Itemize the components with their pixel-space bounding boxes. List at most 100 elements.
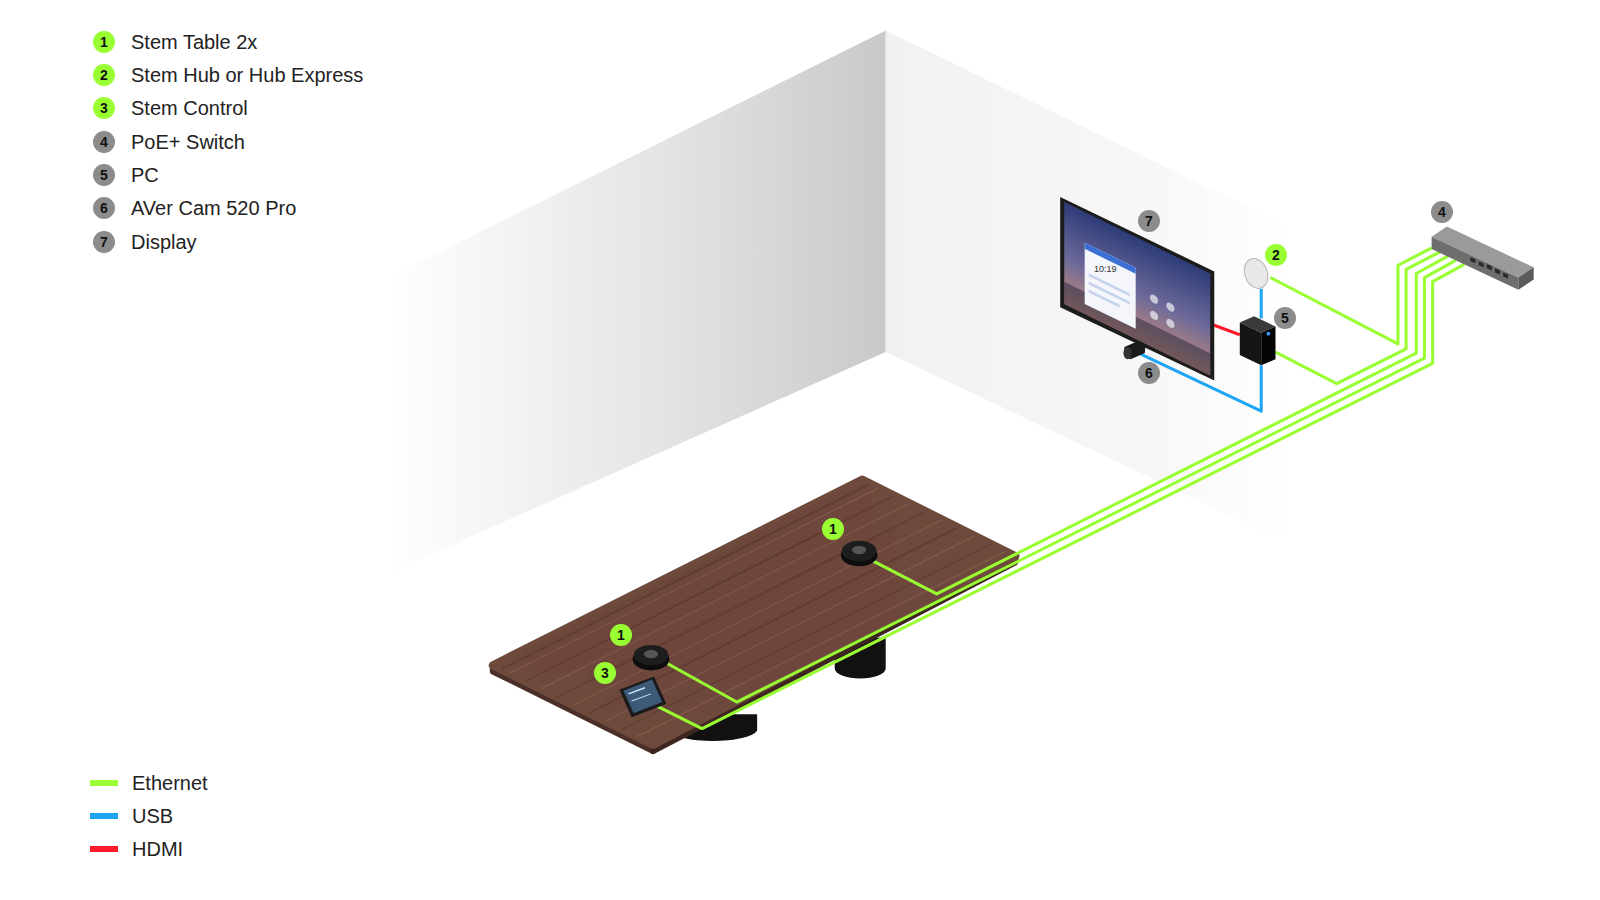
wood-grain-part — [637, 551, 1006, 737]
callout-number: 2 — [93, 64, 115, 86]
cables — [649, 248, 1464, 729]
callout-number: 5 — [93, 164, 115, 186]
key-item: 4 PoE+ Switch — [93, 130, 245, 154]
callout-circle: 7 — [1138, 210, 1160, 232]
switch-ports-part — [1470, 257, 1475, 263]
legend-entry: Ethernet — [90, 771, 208, 795]
room-walls-part — [885, 31, 886, 352]
switch-ports-part — [1503, 272, 1508, 278]
part-name: Stem Hub or Hub Express — [131, 63, 363, 87]
screen-clock: 10:19 — [1094, 264, 1117, 274]
stem-control-tablet-part — [629, 688, 645, 694]
display-screen-part — [1085, 243, 1136, 329]
callout-number: 1 — [610, 624, 632, 646]
poe-switch-part — [1518, 267, 1533, 289]
part-name: PC — [131, 163, 159, 187]
stem-control-tablet-part — [623, 680, 662, 714]
callout-number: 4 — [93, 131, 115, 153]
wood-grain-part — [501, 484, 870, 670]
legend-label: Ethernet — [132, 771, 208, 795]
display-screen — [1064, 202, 1210, 376]
camera — [1123, 341, 1145, 359]
key-item: 2 Stem Hub or Hub Express — [93, 63, 363, 87]
scaled-art — [388, 31, 1534, 751]
stem-control-tablet — [619, 677, 666, 718]
usb-cable — [1260, 289, 1263, 319]
poe-switch-part — [1432, 237, 1519, 290]
wood-grain-part — [621, 544, 990, 730]
part-name: Display — [131, 230, 197, 254]
legend-swatch — [90, 813, 118, 819]
stem-table-devices-part — [644, 650, 658, 658]
stem-table-devices-part — [634, 645, 669, 665]
display-screen-part — [1166, 301, 1174, 313]
callout-number: 6 — [93, 197, 115, 219]
stem-table-devices — [633, 541, 878, 671]
stem-control-tablet-part — [632, 694, 651, 701]
display-screen-part — [1089, 290, 1120, 308]
legend-label: USB — [132, 804, 173, 828]
stem-table-devices-part — [842, 541, 877, 561]
ethernet-cable — [663, 260, 1456, 702]
callout-number: 7 — [1138, 210, 1160, 232]
pc-part — [1240, 322, 1261, 365]
display-screen-part — [1085, 243, 1136, 274]
legend-entry: USB — [90, 804, 173, 828]
switch-ports — [1470, 257, 1508, 278]
wood-grain — [501, 484, 1006, 737]
legend-label: HDMI — [132, 837, 183, 861]
conference-table — [493, 480, 1015, 751]
wood-grain-part — [524, 496, 893, 682]
switch-ports-part — [1495, 268, 1500, 274]
wood-grain-part — [509, 488, 878, 674]
ethernet-cable — [649, 264, 1464, 728]
legend-entry: HDMI — [90, 837, 183, 861]
callout-circle: 6 — [1138, 362, 1160, 384]
switch-ports-part — [1479, 261, 1484, 267]
part-name: AVer Cam 520 Pro — [131, 196, 296, 220]
callout-number: 4 — [1431, 201, 1453, 223]
stem-control-tablet-part — [619, 677, 666, 718]
key-item: 3 Stem Control — [93, 96, 248, 120]
callout-number: 6 — [1138, 362, 1160, 384]
pc-part — [1261, 327, 1275, 366]
key-item: 1 Stem Table 2x — [93, 30, 257, 54]
key-item: 6 AVer Cam 520 Pro — [93, 196, 296, 220]
legend-swatch — [90, 846, 118, 852]
wood-grain-part — [605, 536, 974, 722]
display-screen-part — [1150, 293, 1158, 305]
callout-circle: 5 — [1274, 307, 1296, 329]
callout-number: 1 — [93, 31, 115, 53]
callout-number: 2 — [1265, 244, 1287, 266]
callout-circle: 1 — [610, 624, 632, 646]
pc — [1240, 316, 1276, 365]
callout-circle: 2 — [1265, 244, 1287, 266]
poe-switch — [1432, 227, 1534, 290]
switch-ports-part — [1487, 264, 1492, 270]
key-item: 7 Display — [93, 230, 197, 254]
callout-number: 1 — [822, 518, 844, 540]
callout-circle: 3 — [594, 662, 616, 684]
wood-grain-part — [573, 519, 942, 705]
part-name: Stem Table 2x — [131, 30, 257, 54]
legend-swatch — [90, 780, 118, 786]
callout-number: 7 — [93, 231, 115, 253]
room-walls-part — [388, 31, 886, 574]
stem-table-devices-part — [852, 546, 866, 554]
display-screen-part — [1166, 317, 1174, 329]
display-part — [1060, 197, 1214, 381]
callout-circle: 4 — [1431, 201, 1453, 223]
part-name: Stem Control — [131, 96, 248, 120]
callout-number: 5 — [1274, 307, 1296, 329]
camera-part — [1124, 341, 1145, 359]
display-screen-part — [1064, 202, 1210, 376]
display — [1060, 197, 1214, 381]
pc-part — [1267, 332, 1271, 336]
display-screen-part — [1150, 309, 1158, 321]
part-name: PoE+ Switch — [131, 130, 245, 154]
callout-circle: 1 — [822, 518, 844, 540]
hdmi-cable — [1212, 324, 1240, 334]
key-item: 5 PC — [93, 163, 159, 187]
callout-number: 3 — [93, 97, 115, 119]
